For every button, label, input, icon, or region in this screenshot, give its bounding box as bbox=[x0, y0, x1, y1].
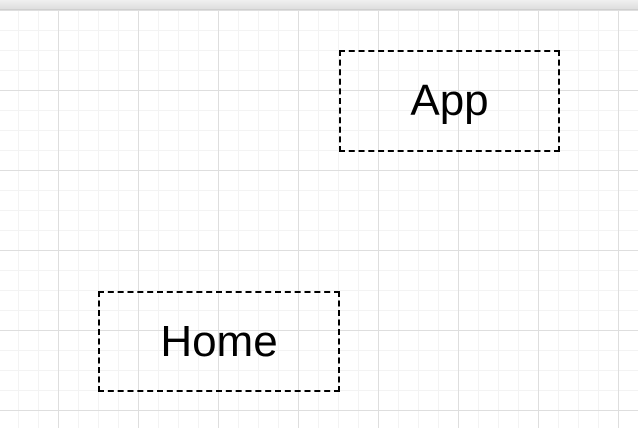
node-home[interactable]: Home bbox=[98, 291, 340, 392]
diagram-canvas[interactable]: App Home bbox=[0, 10, 638, 428]
node-home-label: Home bbox=[160, 316, 278, 366]
toolbar-strip bbox=[0, 0, 638, 10]
node-app-label: App bbox=[410, 76, 489, 125]
node-app[interactable]: App bbox=[339, 50, 560, 152]
